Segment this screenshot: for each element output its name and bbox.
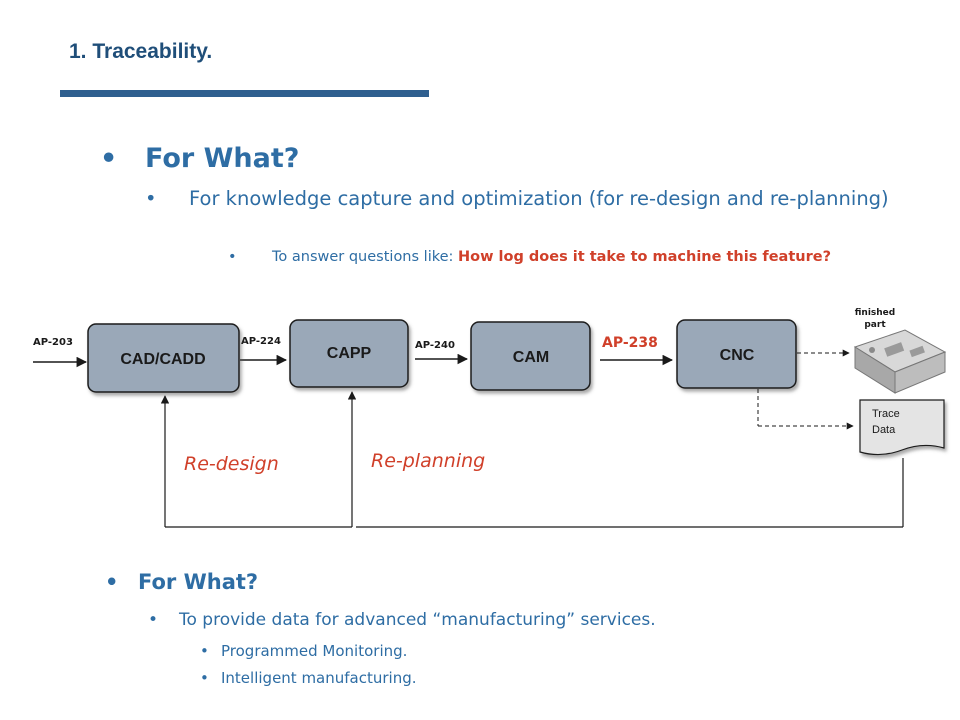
finished-part-label-line1: finished bbox=[855, 308, 895, 318]
sub-bullet-highlight: How log does it take to machine this fea… bbox=[458, 249, 831, 265]
trace-data-document-icon: Trace Data bbox=[859, 399, 945, 456]
protocol-label-ap238: AP-238 bbox=[602, 335, 658, 351]
box-cad-cadd: CAD/CADD bbox=[87, 323, 240, 393]
bullet-dot: • bbox=[200, 669, 209, 687]
process-flow-diagram: AP-203 AP-224 AP-240 AP-238 CAD/CADD CAP… bbox=[33, 308, 947, 528]
box-cam: CAM bbox=[470, 321, 591, 391]
bullet-dot: • bbox=[100, 143, 118, 174]
box-label-cam: CAM bbox=[513, 349, 549, 366]
sub-item-text: Intelligent manufacturing. bbox=[221, 669, 417, 687]
finished-part-icon bbox=[853, 329, 947, 394]
finished-part-label-line2: part bbox=[864, 320, 886, 330]
bullet-dot: • bbox=[200, 642, 209, 660]
trace-data-label-line1: Trace bbox=[872, 408, 900, 420]
protocol-label-ap224: AP-224 bbox=[241, 336, 281, 347]
box-cnc: CNC bbox=[676, 319, 797, 389]
bullet-dot: • bbox=[105, 570, 119, 594]
bullet-dot: • bbox=[145, 187, 157, 210]
bullet-dot: • bbox=[228, 249, 237, 265]
sub-bullet-lead: To answer questions like: bbox=[272, 249, 459, 265]
bullet-text: For knowledge capture and optimization (… bbox=[189, 187, 889, 210]
box-label-cad-cadd: CAD/CADD bbox=[120, 351, 205, 368]
protocol-label-ap203: AP-203 bbox=[33, 337, 73, 348]
feedback-label-redesign: Re-design bbox=[184, 453, 279, 475]
protocol-label-ap240: AP-240 bbox=[415, 340, 455, 351]
box-label-capp: CAPP bbox=[327, 345, 372, 362]
title-underline bbox=[60, 90, 429, 97]
box-capp: CAPP bbox=[289, 319, 409, 388]
heading-text: For What? bbox=[138, 570, 259, 594]
slide-title: 1. Traceability. bbox=[69, 40, 213, 63]
bullet-dot: • bbox=[148, 610, 159, 630]
sub-bullet-text: To answer questions like: How log does i… bbox=[272, 247, 912, 267]
box-label-cnc: CNC bbox=[720, 347, 755, 364]
heading-text: For What? bbox=[145, 143, 300, 174]
trace-data-label-line2: Data bbox=[872, 424, 896, 436]
feedback-label-replanning: Re-planning bbox=[371, 450, 485, 472]
sub-item-text: Programmed Monitoring. bbox=[221, 642, 408, 660]
bullet-text: To provide data for advanced “manufactur… bbox=[179, 610, 656, 630]
